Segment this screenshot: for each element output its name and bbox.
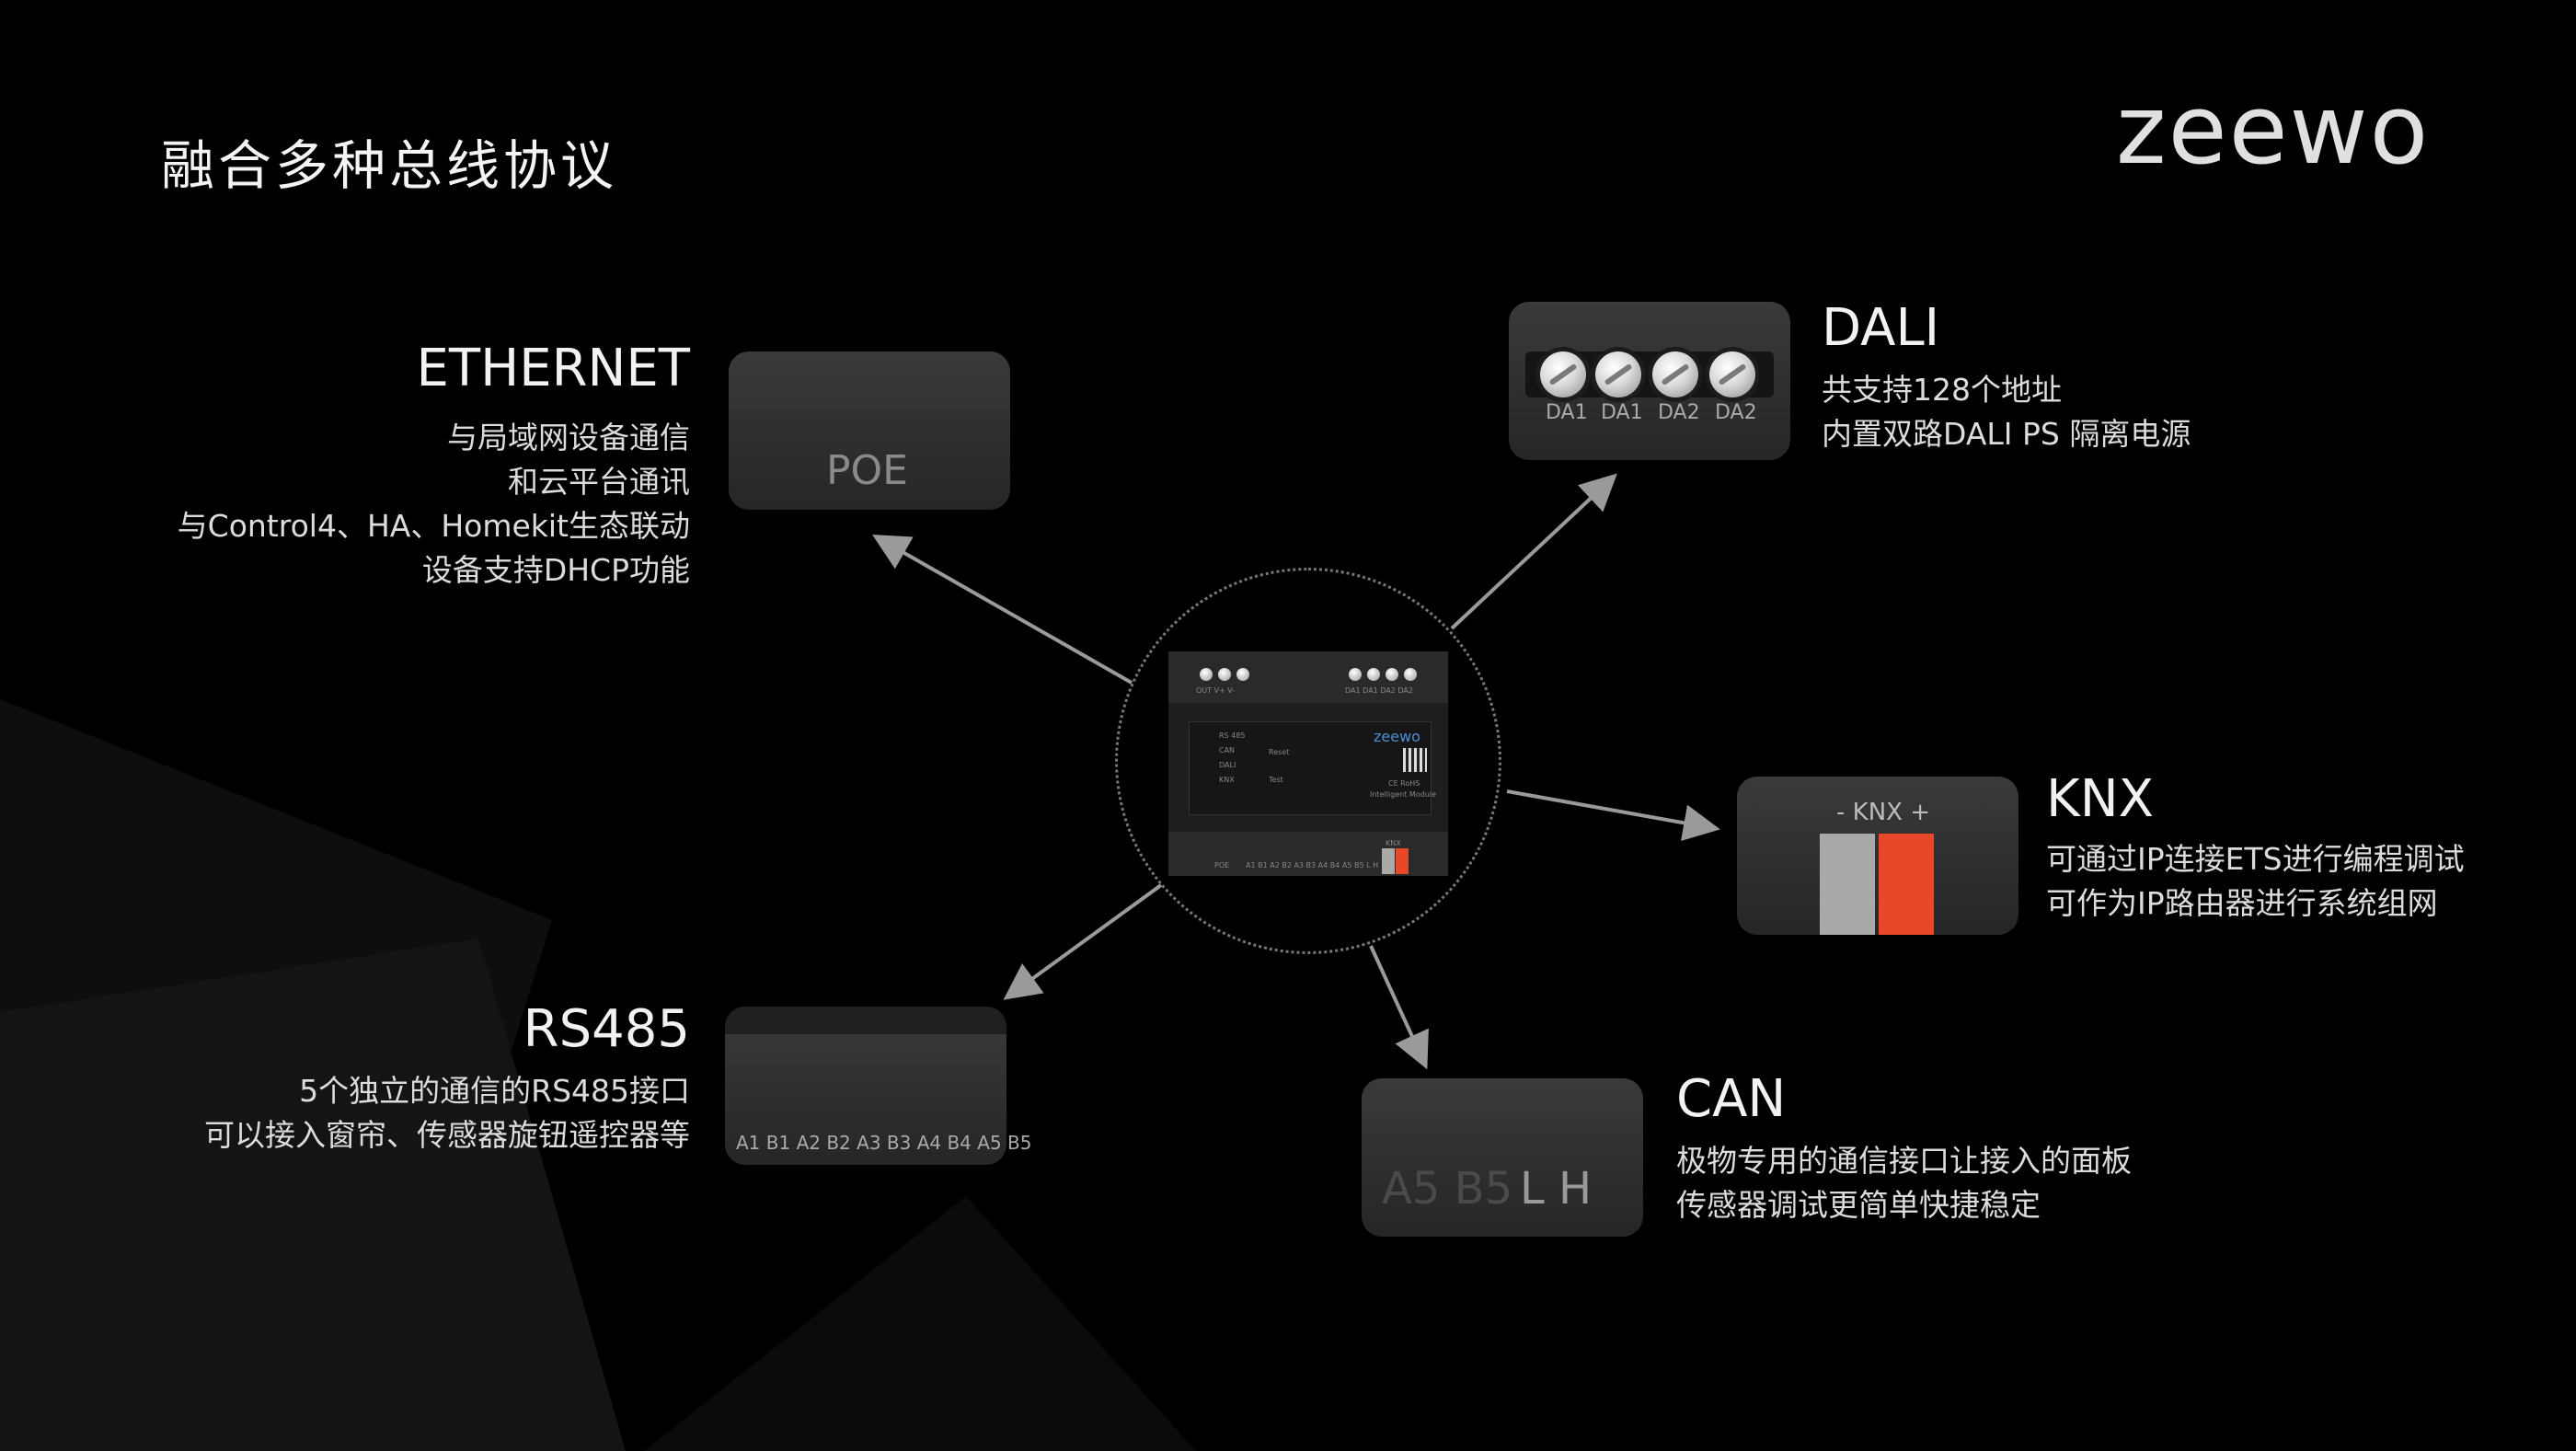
- device-bottom-port: POE: [1214, 861, 1230, 869]
- ethernet-line: 与Control4、HA、Homekit生态联动: [177, 508, 690, 544]
- rs485-line: 可以接入窗帘、传感器旋钮遥控器等: [204, 1117, 690, 1153]
- can-heading: CAN: [1676, 1069, 1787, 1129]
- ethernet-line: 设备支持DHCP功能: [421, 552, 690, 588]
- device-led-label: CAN: [1219, 746, 1236, 754]
- page-title: 融合多种总线协议: [161, 134, 618, 197]
- can-line: 传感器调试更简单快捷稳定: [1676, 1187, 2041, 1223]
- knx-terminal-box: - KNX +: [1737, 777, 2018, 935]
- device-screw: [1218, 668, 1231, 681]
- dali-line: 内置双路DALI PS 隔离电源: [1822, 416, 2191, 452]
- dali-screw-icon: [1540, 351, 1586, 397]
- dali-terminal-label: DA1: [1546, 401, 1588, 424]
- knx-heading: KNX: [2046, 769, 2154, 829]
- can-description: 极物专用的通信接口让接入的面板 传感器调试更简单快捷稳定: [1676, 1139, 2132, 1227]
- device-model: Intelligent Module: [1370, 790, 1436, 799]
- ethernet-description: 与局域网设备通信 和云平台通讯 与Control4、HA、Homekit生态联动…: [178, 416, 690, 593]
- can-faded-label: A5 B5: [1382, 1163, 1513, 1215]
- dali-line: 共支持128个地址: [1822, 372, 2062, 408]
- device-screw: [1404, 668, 1417, 681]
- device-knx-minus: [1382, 848, 1395, 874]
- device-top-right-labels: DA1 DA1 DA2 DA2: [1345, 686, 1413, 695]
- device-screw: [1349, 668, 1362, 681]
- device-knx-label: KNX: [1386, 839, 1401, 847]
- poe-port-box: POE: [729, 351, 1010, 510]
- dali-screw-icon: [1595, 351, 1641, 397]
- device-top-rail: [1168, 651, 1448, 703]
- device-screw: [1367, 668, 1380, 681]
- device-brand: zeewo: [1374, 728, 1420, 745]
- device-knx-plus: [1396, 848, 1409, 874]
- qr-code-icon: [1403, 748, 1427, 772]
- device-screw: [1236, 668, 1249, 681]
- poe-label: POE: [826, 447, 908, 494]
- rs485-heading: RS485: [523, 999, 690, 1059]
- device-circle: [1115, 568, 1501, 954]
- central-device: OUT V+ V- DA1 DA1 DA2 DA2 RS 485 CAN DAL…: [1168, 651, 1448, 876]
- dali-heading: DALI: [1822, 298, 1940, 358]
- device-cert: CE RoHS: [1388, 779, 1420, 788]
- dali-screw-icon: [1652, 351, 1698, 397]
- can-terminal-box: A5 B5 L H: [1362, 1078, 1643, 1237]
- device-top-left-labels: OUT V+ V-: [1196, 686, 1236, 695]
- device-front-panel: RS 485 CAN DALI KNX Reset Test zeewo CE …: [1189, 721, 1436, 815]
- knx-plus-terminal: [1879, 834, 1934, 935]
- dali-terminal-box: DA1 DA1 DA2 DA2: [1509, 302, 1790, 460]
- device-bottom-terminals: A1 B1 A2 B2 A3 B3 A4 B4 A5 B5 L H: [1246, 861, 1379, 869]
- dali-screw-icon: [1709, 351, 1755, 397]
- can-line: 极物专用的通信接口让接入的面板: [1676, 1143, 2132, 1179]
- brand-logo: zeewo: [2116, 74, 2431, 186]
- rs485-line: 5个独立的通信的RS485接口: [299, 1073, 690, 1109]
- dali-terminal-label: DA2: [1715, 401, 1757, 424]
- knx-port-label: - KNX +: [1836, 799, 1931, 826]
- ethernet-heading: ETHERNET: [416, 339, 690, 398]
- device-button-label: Reset: [1269, 748, 1290, 756]
- ethernet-line: 与局域网设备通信: [447, 420, 690, 455]
- dali-terminal-label: DA2: [1658, 401, 1700, 424]
- rs485-description: 5个独立的通信的RS485接口 可以接入窗帘、传感器旋钮遥控器等: [204, 1069, 690, 1157]
- ethernet-line: 和云平台通讯: [508, 464, 690, 500]
- knx-line: 可作为IP路由器进行系统组网: [2046, 885, 2438, 921]
- device-screw: [1386, 668, 1398, 681]
- knx-line: 可通过IP连接ETS进行编程调试: [2046, 841, 2465, 877]
- rs485-terminal-rail: [725, 1007, 1006, 1034]
- device-led-label: DALI: [1219, 761, 1236, 769]
- rs485-terminal-box: A1 B1 A2 B2 A3 B3 A4 B4 A5 B5: [725, 1007, 1031, 1165]
- device-button-label: Test: [1269, 776, 1283, 784]
- rs485-terminal-labels: A1 B1 A2 B2 A3 B3 A4 B4 A5 B5: [736, 1132, 1032, 1154]
- knx-minus-terminal: [1820, 834, 1875, 935]
- device-screw: [1200, 668, 1213, 681]
- can-label: L H: [1520, 1163, 1593, 1215]
- knx-description: 可通过IP连接ETS进行编程调试 可作为IP路由器进行系统组网: [2046, 837, 2465, 926]
- device-led-label: KNX: [1219, 776, 1235, 784]
- device-led-label: RS 485: [1219, 731, 1246, 740]
- dali-description: 共支持128个地址 内置双路DALI PS 隔离电源: [1822, 368, 2191, 456]
- dali-terminal-label: DA1: [1601, 401, 1643, 424]
